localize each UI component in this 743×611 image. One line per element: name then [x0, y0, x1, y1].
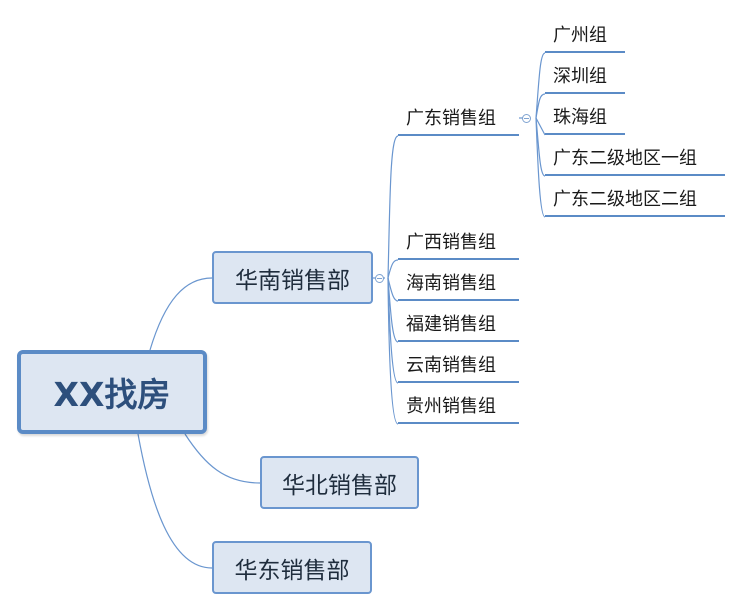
link-gd-shenzhen: [535, 93, 546, 119]
collapse-south-icon[interactable]: [375, 274, 384, 283]
link-south-guangdong: [387, 135, 399, 279]
link-root-south: [149, 277, 213, 351]
link-root-east: [137, 433, 213, 569]
group-hainan[interactable]: 海南销售组: [398, 263, 519, 301]
team-guangdong-l2-1[interactable]: 广东二级地区一组: [545, 138, 725, 176]
team-zhuhai[interactable]: 珠海组: [545, 97, 625, 135]
team-guangzhou[interactable]: 广州组: [545, 15, 625, 53]
group-yunnan[interactable]: 云南销售组: [398, 345, 519, 383]
link-gd-l2-2: [535, 117, 546, 218]
group-guangdong[interactable]: 广东销售组: [398, 98, 519, 136]
link-south-hainan: [387, 277, 399, 302]
link-gd-guangzhou: [535, 52, 546, 119]
collapse-guangdong-icon[interactable]: [522, 114, 531, 123]
group-guangxi[interactable]: 广西销售组: [398, 222, 519, 260]
link-gd-zhuhai: [535, 117, 546, 136]
link-south-guizhou: [387, 277, 399, 425]
branch-east[interactable]: 华东销售部: [212, 541, 372, 594]
branch-north[interactable]: 华北销售部: [260, 456, 419, 509]
team-guangdong-l2-2[interactable]: 广东二级地区二组: [545, 179, 725, 217]
group-guizhou[interactable]: 贵州销售组: [398, 386, 519, 424]
group-fujian[interactable]: 福建销售组: [398, 304, 519, 342]
link-south-guangxi: [387, 259, 399, 279]
root-node[interactable]: XX找房: [17, 350, 207, 434]
link-root-north: [184, 433, 261, 484]
team-shenzhen[interactable]: 深圳组: [545, 56, 625, 94]
branch-south[interactable]: 华南销售部: [212, 251, 373, 304]
